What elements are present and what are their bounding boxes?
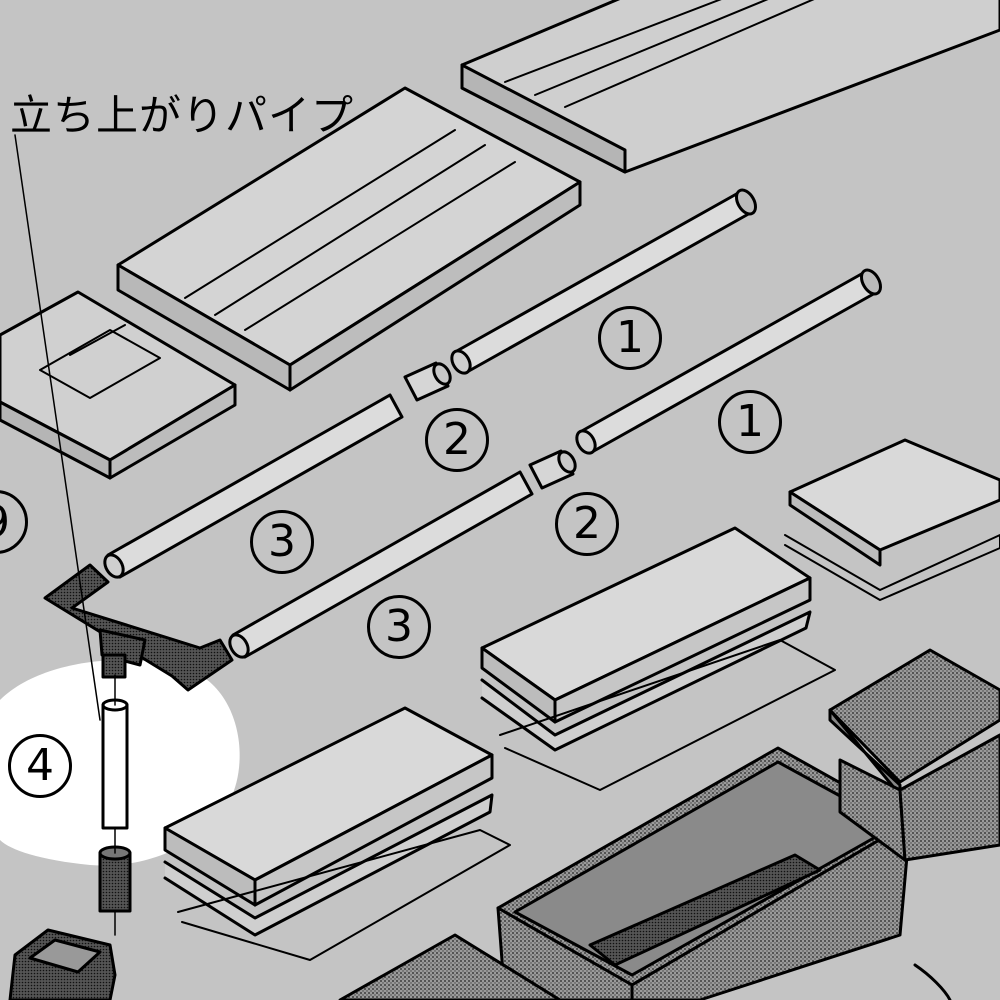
tray-left — [0, 290, 237, 480]
title-leader-line — [14, 134, 101, 721]
callout-3-upper: 3 — [250, 510, 314, 574]
joint-2-upper — [403, 361, 452, 402]
callout-1-lower: 1 — [718, 390, 782, 454]
callout-1-upper: 1 — [598, 306, 662, 370]
joint-2-lower — [528, 449, 577, 490]
filter-mat-center — [480, 526, 836, 791]
basket-large — [496, 746, 912, 1000]
filter-mat-lower — [163, 706, 511, 961]
callout-2-upper: 2 — [425, 408, 489, 472]
callout-4: 4 — [8, 734, 72, 798]
callout-3-lower: 3 — [367, 595, 431, 659]
board-top-right — [460, 0, 1000, 174]
riser-pipe-label: 立ち上がりパイプ — [10, 91, 355, 140]
riser-pipe — [101, 698, 129, 830]
riser-coupler — [98, 845, 132, 913]
pipe-3-lower — [228, 470, 534, 659]
pipe-1-upper — [450, 188, 757, 375]
base-tray-edge — [338, 933, 952, 1000]
basket-small — [828, 648, 1000, 862]
t-connector — [43, 563, 234, 692]
pipe-3-upper — [103, 393, 404, 579]
board-top-middle — [116, 86, 582, 392]
pipe-1-lower — [575, 268, 882, 455]
filter-mat-right — [784, 438, 1000, 601]
callout-2-lower: 2 — [555, 492, 619, 556]
pump-box — [8, 928, 117, 1000]
